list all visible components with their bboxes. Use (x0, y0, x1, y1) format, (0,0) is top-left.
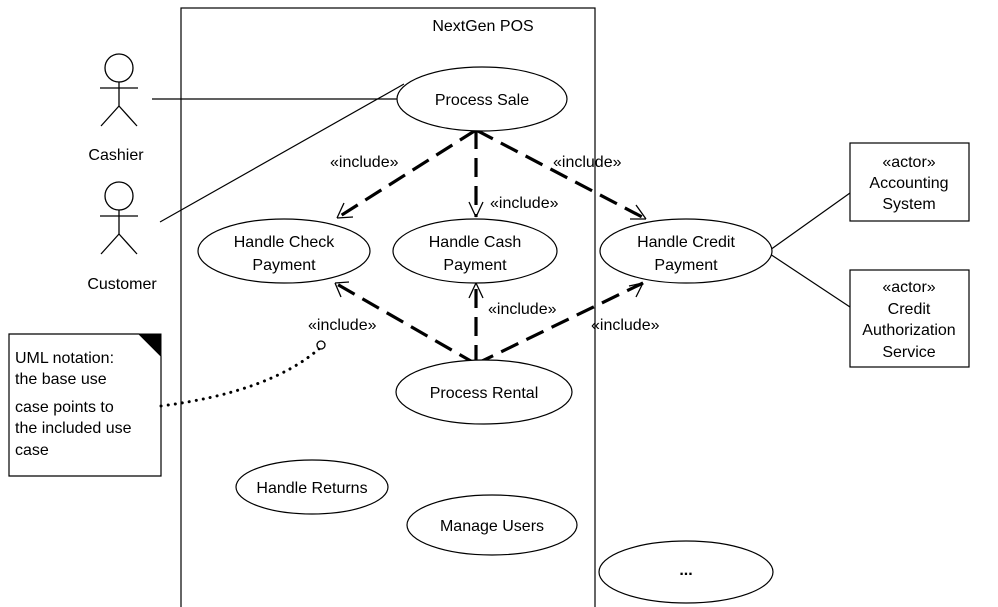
use-case-more[interactable]: ... (598, 540, 774, 604)
accounting-line1: Accounting (869, 175, 948, 192)
association-credit-accounting (769, 192, 851, 251)
note-connector (159, 346, 322, 408)
use-case-handle-check-payment-line1: Handle Check (234, 234, 336, 251)
include-label-rental-cash: «include» (488, 301, 557, 318)
use-case-handle-credit-payment-line1: Handle Credit (637, 234, 735, 251)
use-case-process-sale[interactable]: Process Sale (396, 66, 568, 132)
include-arrows (334, 128, 647, 366)
note-line1: UML notation: (15, 350, 114, 367)
use-case-more-label: ... (679, 562, 692, 579)
credit-line3: Service (882, 344, 935, 361)
use-case-process-rental[interactable]: Process Rental (395, 359, 573, 425)
accounting-stereotype: «actor» (882, 154, 935, 171)
system-boundary (180, 7, 596, 607)
note-line4: the included use (15, 420, 132, 437)
use-case-handle-cash-payment-line1: Handle Cash (429, 234, 522, 251)
arrowhead-sale-cash (468, 201, 484, 218)
use-case-process-sale-label: Process Sale (435, 92, 529, 109)
use-case-handle-returns-label: Handle Returns (256, 480, 367, 497)
association-customer-process-sale (159, 83, 405, 223)
actor-box-accounting-system[interactable]: «actor» Accounting System (849, 142, 970, 222)
actor-customer[interactable] (100, 181, 138, 255)
include-label-sale-credit: «include» (553, 154, 622, 171)
arrowhead-sale-check (336, 202, 354, 219)
credit-stereotype: «actor» (882, 279, 935, 296)
actor-customer-label: Customer (87, 276, 157, 293)
credit-line1: Credit (888, 301, 931, 318)
use-case-manage-users-label: Manage Users (440, 518, 544, 535)
use-case-handle-cash-payment[interactable]: Handle Cash Payment (392, 218, 558, 284)
include-line-sale-credit (475, 128, 647, 221)
note-line2: the base use (15, 371, 107, 388)
note-line5: case (15, 442, 49, 459)
use-case-handle-credit-payment[interactable]: Handle Credit Payment (599, 218, 773, 284)
actor-box-credit-authorization-service[interactable]: «actor» Credit Authorization Service (849, 269, 970, 368)
include-label-rental-credit: «include» (591, 317, 660, 334)
include-line-sale-check (336, 128, 477, 220)
include-label-sale-cash: «include» (490, 195, 559, 212)
arrowhead-sale-credit (630, 204, 647, 220)
use-case-handle-credit-payment-line2: Payment (654, 257, 718, 274)
system-title: NextGen POS (432, 18, 533, 35)
use-case-handle-returns[interactable]: Handle Returns (235, 459, 389, 515)
use-case-handle-check-payment[interactable]: Handle Check Payment (197, 218, 371, 284)
include-line-rental-credit (475, 281, 644, 366)
use-case-process-rental-label: Process Rental (430, 385, 539, 402)
include-label-sale-check: «include» (330, 154, 399, 171)
note-folded-corner (137, 333, 162, 358)
include-label-rental-check: «include» (308, 317, 377, 334)
arrowhead-rental-credit (628, 282, 644, 298)
arrowhead-rental-check (334, 281, 350, 298)
use-case-handle-check-payment-line2: Payment (252, 257, 316, 274)
uml-note[interactable]: UML notation: the base use case points t… (8, 333, 162, 477)
actor-cashier[interactable] (100, 53, 138, 127)
actor-cashier-label: Cashier (88, 147, 144, 164)
use-case-handle-cash-payment-line2: Payment (443, 257, 507, 274)
credit-line2: Authorization (862, 322, 955, 339)
arrowhead-rental-cash (468, 282, 484, 299)
note-connector-end (316, 340, 326, 350)
accounting-line2: System (882, 196, 935, 213)
note-line3: case points to (15, 399, 114, 416)
use-case-manage-users[interactable]: Manage Users (406, 494, 578, 556)
association-credit-authorization (769, 253, 851, 308)
